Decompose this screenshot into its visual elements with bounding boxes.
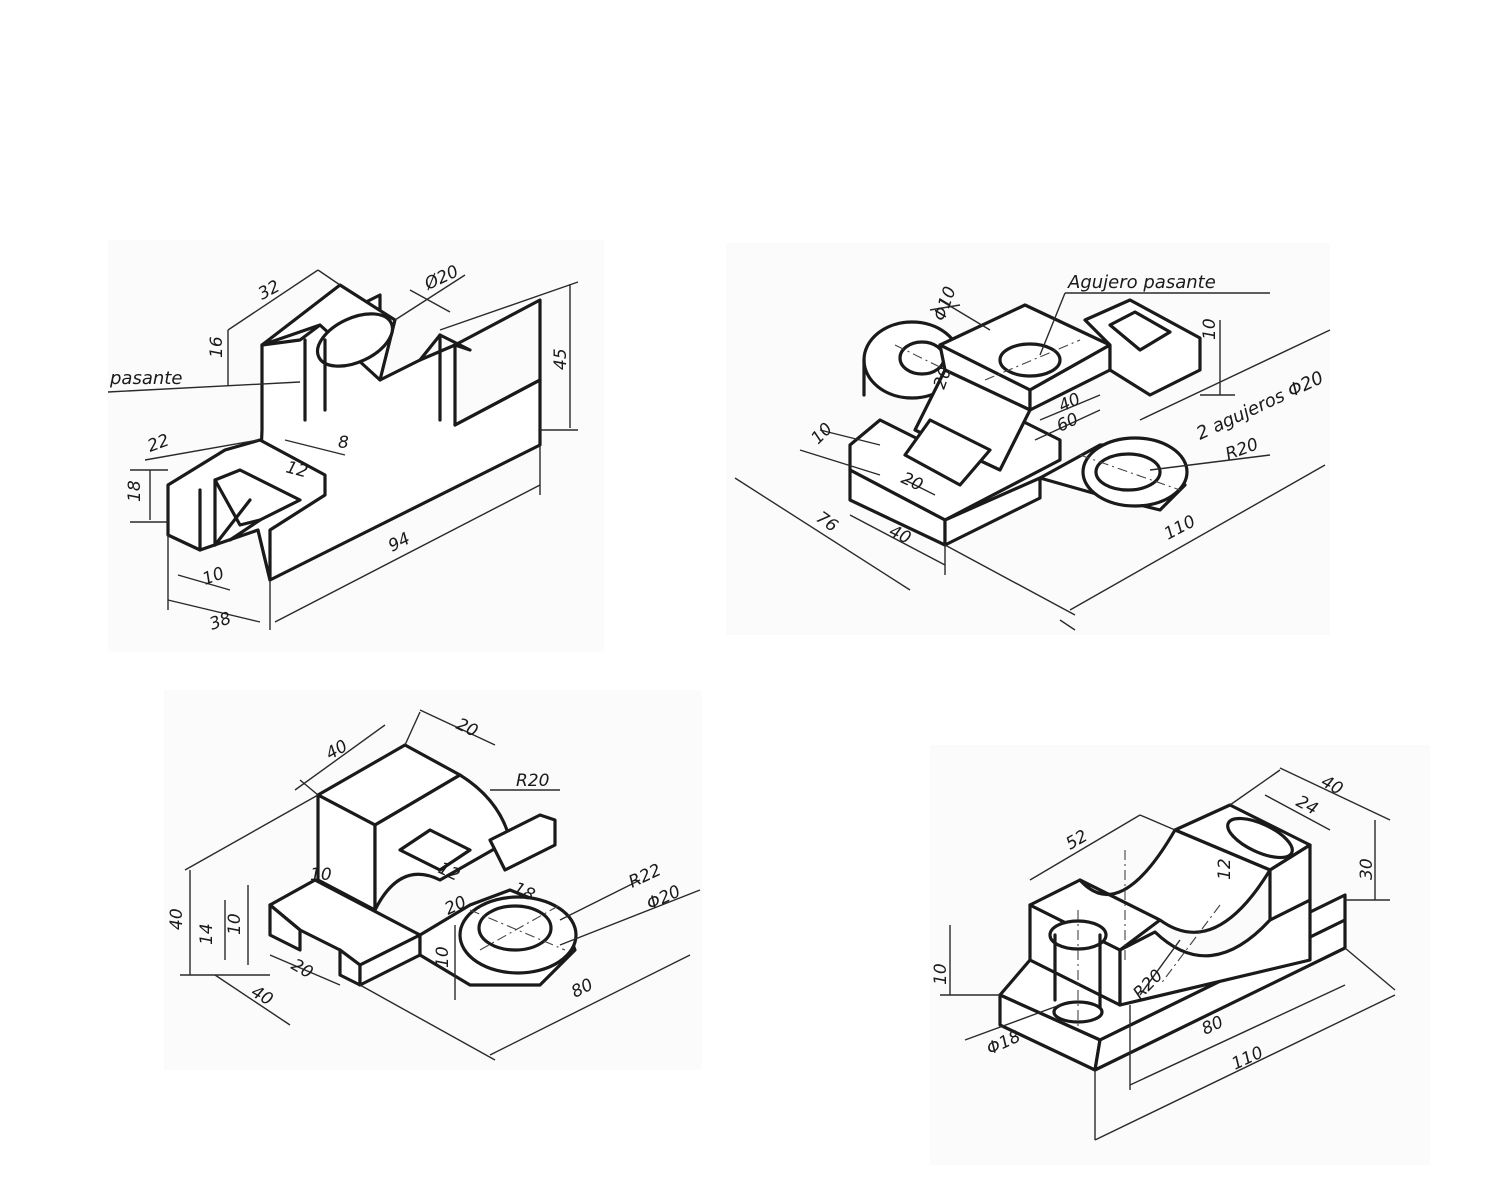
part2-dimension-lines [734, 292, 1331, 631]
part1-edge [453, 378, 542, 427]
part4-right-riser [1268, 843, 1312, 922]
part3-dim-40: 40 [167, 908, 187, 930]
part4-center-lines [1077, 850, 1221, 1030]
part4-dim-52: 52 [1063, 826, 1092, 854]
part1-dim-16: 16 [207, 336, 227, 358]
part2-base-side [943, 476, 1042, 547]
part2-center-lines [894, 339, 1181, 491]
part1-dim-18: 18 [125, 480, 145, 502]
part1-cylinder-top [315, 312, 395, 368]
part1-dim-45: 45 [551, 348, 571, 370]
part4-dimension-lines [940, 767, 1396, 1141]
part3-dim-r20: R20 [516, 771, 549, 791]
part2-bracket-slot [1108, 310, 1172, 352]
part4-dim-40: 40 [1318, 772, 1346, 800]
part3-dimension-lines [180, 709, 701, 1061]
part3-base-front [268, 903, 302, 952]
part2-window [903, 418, 992, 487]
part4-slot-top [1226, 816, 1294, 860]
part2-note-agujero-pasante: Agujero pasante [1067, 272, 1216, 293]
part1-dim-8: 8 [338, 433, 349, 453]
part3-slot [398, 828, 472, 872]
part1-edge [418, 333, 472, 362]
part1-edge [228, 518, 262, 542]
part4-dim-24: 24 [1293, 792, 1321, 820]
part3-lug-hole [477, 904, 553, 952]
part4-dim-12: 12 [1215, 858, 1235, 880]
part1-edge [213, 498, 252, 547]
part1-edge [453, 298, 542, 382]
part3-rib [488, 813, 557, 872]
part2-top-hole [998, 342, 1062, 378]
part4-dim-10: 10 [931, 963, 951, 985]
part3-dim-10a: 10 [225, 913, 245, 935]
part1-dimension-lines [107, 269, 579, 630]
part3-center-lines [469, 904, 566, 951]
part3-dim-10c: 10 [433, 946, 453, 968]
part3-dim-14: 14 [197, 923, 217, 945]
part4-dim-30: 30 [1357, 858, 1377, 880]
drawing-panel-3 [164, 690, 702, 1070]
part1-note-pasante: pasante [109, 368, 182, 389]
part2-right-lug-hole [1094, 452, 1162, 492]
part4-dim-110: 110 [1229, 1043, 1267, 1075]
part3-dim-10b: 10 [310, 865, 332, 885]
part2-dim-10a: 10 [1200, 318, 1220, 340]
